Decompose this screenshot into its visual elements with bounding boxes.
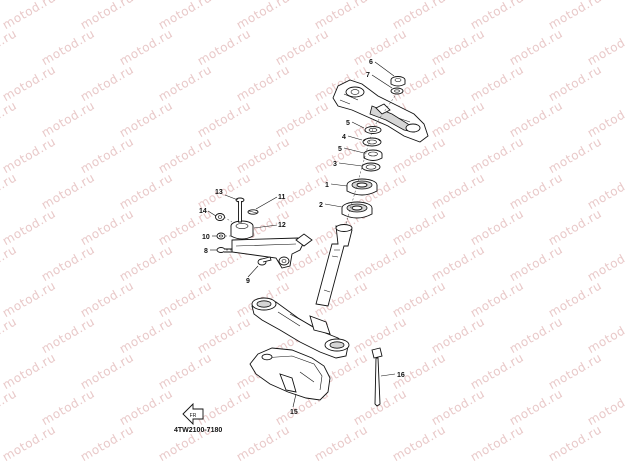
callout-14: 14 (199, 208, 207, 215)
callout-11: 11 (278, 194, 286, 201)
part-1-bearing (346, 178, 378, 196)
hose-holder-bracket (231, 233, 313, 269)
part-8-screw (216, 247, 233, 253)
front-arrow-icon: FR (182, 402, 204, 426)
steering-stem (315, 224, 353, 307)
part-4-lock-washer (362, 137, 382, 147)
callout-5-lower: 5 (338, 146, 342, 153)
part-6-nut (390, 76, 406, 87)
part-5-upper-ring (364, 126, 382, 134)
callout-5-upper: 5 (346, 120, 350, 127)
part-14-nut (215, 213, 225, 221)
part-7-washer (390, 87, 404, 95)
callout-1: 1 (325, 182, 329, 189)
lower-bracket (251, 297, 350, 359)
part-11-washer (247, 209, 259, 215)
callout-labels: 1 2 3 4 5 5 6 7 8 9 10 11 12 13 14 15 16… (174, 59, 405, 434)
part-5-lower-ring (363, 149, 383, 161)
upper-bracket (332, 79, 429, 143)
part-15-cover (249, 347, 331, 401)
callout-7: 7 (366, 72, 370, 79)
callout-4: 4 (342, 134, 346, 141)
callout-8: 8 (204, 248, 208, 255)
callout-13: 13 (215, 189, 223, 196)
callout-16: 16 (397, 372, 405, 379)
part-3-cover (361, 162, 381, 172)
callout-10: 10 (202, 234, 210, 241)
part-13-bolt (235, 197, 245, 223)
callout-2: 2 (319, 202, 323, 209)
callout-15: 15 (290, 409, 298, 416)
svg-text:FR: FR (190, 413, 197, 419)
leader-lines (207, 61, 396, 408)
callout-3: 3 (333, 161, 337, 168)
part-2-bearing (341, 201, 373, 219)
part-16-cable-tie (371, 347, 383, 407)
part-12-clamp (230, 220, 254, 240)
callout-12: 12 (278, 222, 286, 229)
part-9-bolt (257, 256, 272, 266)
callout-6: 6 (369, 59, 373, 66)
callout-9: 9 (246, 278, 250, 285)
part-10-collar (216, 232, 226, 240)
catalog-code: 4TW2100-7180 (174, 427, 222, 434)
